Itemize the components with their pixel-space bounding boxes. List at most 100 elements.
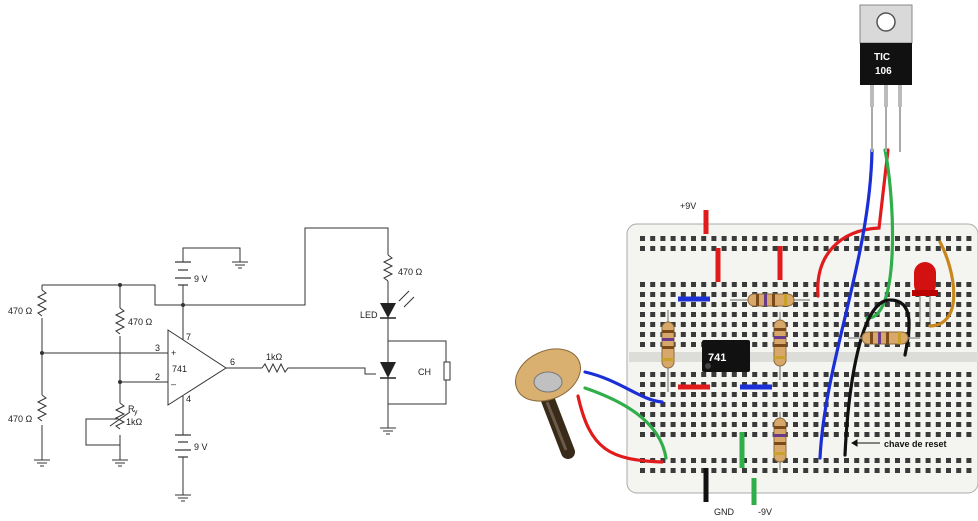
breadboard-hole <box>752 458 758 463</box>
breadboard-hole <box>762 282 768 287</box>
reset-arrow <box>851 439 880 447</box>
breadboard-hole <box>782 292 788 297</box>
breadboard-hole <box>864 332 870 337</box>
breadboard-hole <box>782 322 788 327</box>
breadboard-hole <box>925 392 931 397</box>
breadboard-hole <box>966 392 972 397</box>
breadboard-hole <box>762 402 768 407</box>
breadboard-hole <box>752 292 758 297</box>
breadboard-hole <box>966 236 972 241</box>
breadboard-hole <box>752 246 758 251</box>
breadboard-hole <box>680 246 686 251</box>
breadboard-hole <box>884 312 890 317</box>
breadboard-hole <box>793 372 798 377</box>
breadboard-hole <box>721 372 727 377</box>
breadboard-hole <box>946 382 951 387</box>
breadboard-hole <box>884 322 890 327</box>
breadboard-hole <box>742 382 747 387</box>
breadboard-hole <box>884 458 890 463</box>
breadboard-hole <box>752 342 758 347</box>
resistor-h2 <box>848 331 920 345</box>
breadboard-hole <box>772 312 778 317</box>
breadboard-hole <box>742 468 747 473</box>
breadboard-hole <box>670 282 676 287</box>
breadboard-hole <box>956 468 962 473</box>
breadboard-hole <box>844 342 849 347</box>
breadboard-hole <box>854 236 860 241</box>
breadboard-hole <box>670 246 676 251</box>
breadboard-hole <box>691 302 696 307</box>
breadboard-hole <box>956 402 962 407</box>
breadboard-hole <box>650 236 656 241</box>
breadboard-hole <box>650 302 656 307</box>
breadboard-hole <box>905 412 911 417</box>
breadboard-hole <box>956 282 962 287</box>
pin3-label: 3 <box>155 343 160 353</box>
breadboard-hole <box>650 246 656 251</box>
breadboard-hole <box>680 432 686 437</box>
ic-741 <box>702 340 750 372</box>
breadboard-hole <box>731 292 737 297</box>
breadboard-hole <box>772 458 778 463</box>
breadboard-hole <box>925 468 931 473</box>
breadboard-hole <box>782 372 788 377</box>
led-label: LED <box>360 310 378 320</box>
breadboard-hole <box>925 312 931 317</box>
breadboard-hole <box>854 322 860 327</box>
breadboard-hole <box>844 236 849 241</box>
breadboard-hole <box>874 392 880 397</box>
opamp-741 <box>167 329 227 406</box>
breadboard-hole <box>844 412 849 417</box>
breadboard-hole <box>711 282 717 287</box>
breadboard-hole <box>742 312 747 317</box>
breadboard-hole <box>915 432 921 437</box>
resistor-left-top <box>36 289 48 317</box>
breadboard-hole <box>711 302 717 307</box>
breadboard-hole <box>782 422 788 427</box>
breadboard-hole <box>752 392 758 397</box>
breadboard-hole <box>731 322 737 327</box>
breadboard-hole <box>640 332 645 337</box>
breadboard-hole <box>701 458 707 463</box>
breadboard-hole <box>946 468 951 473</box>
breadboard-hole <box>925 246 931 251</box>
breadboard-hole <box>660 382 666 387</box>
breadboard-hole <box>640 382 645 387</box>
breadboard-hole <box>640 236 645 241</box>
breadboard-hole <box>772 246 778 251</box>
wire-top-rail <box>42 227 389 306</box>
breadboard-hole <box>731 312 737 317</box>
breadboard-hole <box>742 342 747 347</box>
breadboard-hole <box>966 458 972 463</box>
breadboard-hole <box>752 432 758 437</box>
breadboard-hole <box>895 342 900 347</box>
breadboard-hole <box>823 458 829 463</box>
opamp-label: 741 <box>172 364 187 374</box>
breadboard-hole <box>721 432 727 437</box>
breadboard-hole <box>895 432 900 437</box>
breadboard-hole <box>803 468 809 473</box>
breadboard-hole <box>874 342 880 347</box>
breadboard-hole <box>762 392 768 397</box>
breadboard-hole <box>864 432 870 437</box>
breadboard-hole <box>660 412 666 417</box>
breadboard-hole <box>670 322 676 327</box>
breadboard-hole <box>854 246 860 251</box>
breadboard-hole <box>946 412 951 417</box>
breadboard-hole <box>925 322 931 327</box>
breadboard-hole <box>946 322 951 327</box>
breadboard-hole <box>854 302 860 307</box>
breadboard-hole <box>701 372 707 377</box>
breadboard-hole <box>966 302 972 307</box>
breadboard-hole <box>680 468 686 473</box>
breadboard-hole <box>915 302 921 307</box>
breadboard-hole <box>680 402 686 407</box>
reset-label: chave de reset <box>884 439 947 449</box>
breadboard-hole <box>895 302 900 307</box>
breadboard-hole <box>864 372 870 377</box>
breadboard-hole <box>823 246 829 251</box>
breadboard-hole <box>823 236 829 241</box>
breadboard-hole <box>935 392 941 397</box>
breadboard-hole <box>670 458 676 463</box>
